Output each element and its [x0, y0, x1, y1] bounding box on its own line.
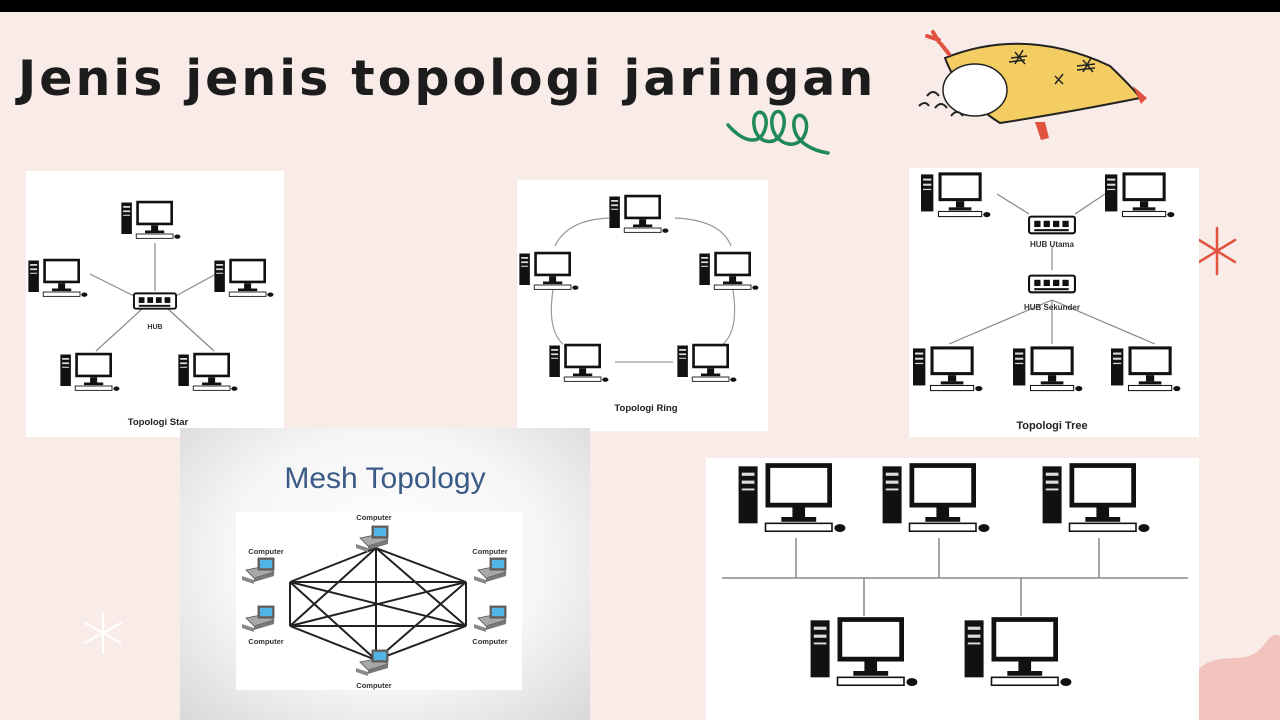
computer-icon	[1111, 345, 1181, 392]
computer-icon	[699, 251, 759, 291]
mesh-computer-icon	[241, 605, 275, 633]
pink-blob-icon	[1196, 634, 1280, 720]
pillow-illustration-icon	[918, 30, 1147, 140]
white-asterisk-icon	[84, 612, 122, 654]
mesh-computer-icon	[355, 525, 389, 553]
hub-secondary-label: HUB Sekunder	[1024, 303, 1080, 312]
computer-icon	[921, 171, 991, 218]
computer-icon	[913, 345, 983, 392]
star-topology-diagram: HUB Topologi Star	[26, 171, 284, 437]
mesh-diagram-area: Computer Computer Computer Computer Comp…	[236, 512, 522, 690]
computer-icon	[738, 462, 847, 533]
computer-icon	[28, 258, 88, 298]
mesh-node-label: Computer	[248, 547, 283, 556]
secondary-hub-icon	[1028, 274, 1076, 294]
computer-icon	[519, 251, 579, 291]
computer-icon	[121, 200, 181, 240]
ring-caption: Topologi Ring	[614, 403, 677, 414]
mesh-title: Mesh Topology	[284, 462, 486, 495]
top-black-bar	[0, 0, 1280, 12]
computer-icon	[810, 616, 919, 687]
hub-icon	[133, 292, 177, 310]
mesh-node-label: Computer	[356, 681, 391, 690]
tree-topology-diagram: HUB Utama HUB Sekunder Topologi Tree	[909, 168, 1199, 437]
mesh-topology-diagram: Mesh Topology	[180, 428, 590, 720]
computer-icon	[214, 258, 274, 298]
green-swirl-icon	[726, 109, 830, 155]
slide-title: Jenis jenis topologi jaringan	[18, 50, 877, 107]
computer-icon	[1013, 345, 1083, 392]
red-asterisk-icon	[1197, 226, 1237, 276]
computer-icon	[1105, 171, 1175, 218]
mesh-node-label: Computer	[472, 547, 507, 556]
main-hub-icon	[1028, 215, 1076, 235]
ring-topology-diagram: Topologi Ring	[517, 180, 768, 431]
computer-icon	[882, 462, 991, 533]
mesh-node-label: Computer	[472, 637, 507, 646]
computer-icon	[1042, 462, 1151, 533]
computer-icon	[549, 343, 609, 383]
computer-icon	[60, 352, 120, 392]
hub-label: HUB	[147, 324, 162, 331]
hub-main-label: HUB Utama	[1030, 240, 1075, 249]
computer-icon	[178, 352, 238, 392]
computer-icon	[677, 343, 737, 383]
bus-topology-diagram	[706, 458, 1199, 720]
mesh-node-label: Computer	[248, 637, 283, 646]
tree-caption: Topologi Tree	[1016, 420, 1087, 432]
mesh-node-label: Computer	[356, 513, 391, 522]
computer-icon	[609, 194, 669, 234]
star-caption: Topologi Star	[128, 417, 189, 428]
computer-icon	[964, 616, 1073, 687]
mesh-computer-icon	[241, 557, 275, 585]
mesh-computer-icon	[473, 557, 507, 585]
mesh-computer-icon	[473, 605, 507, 633]
